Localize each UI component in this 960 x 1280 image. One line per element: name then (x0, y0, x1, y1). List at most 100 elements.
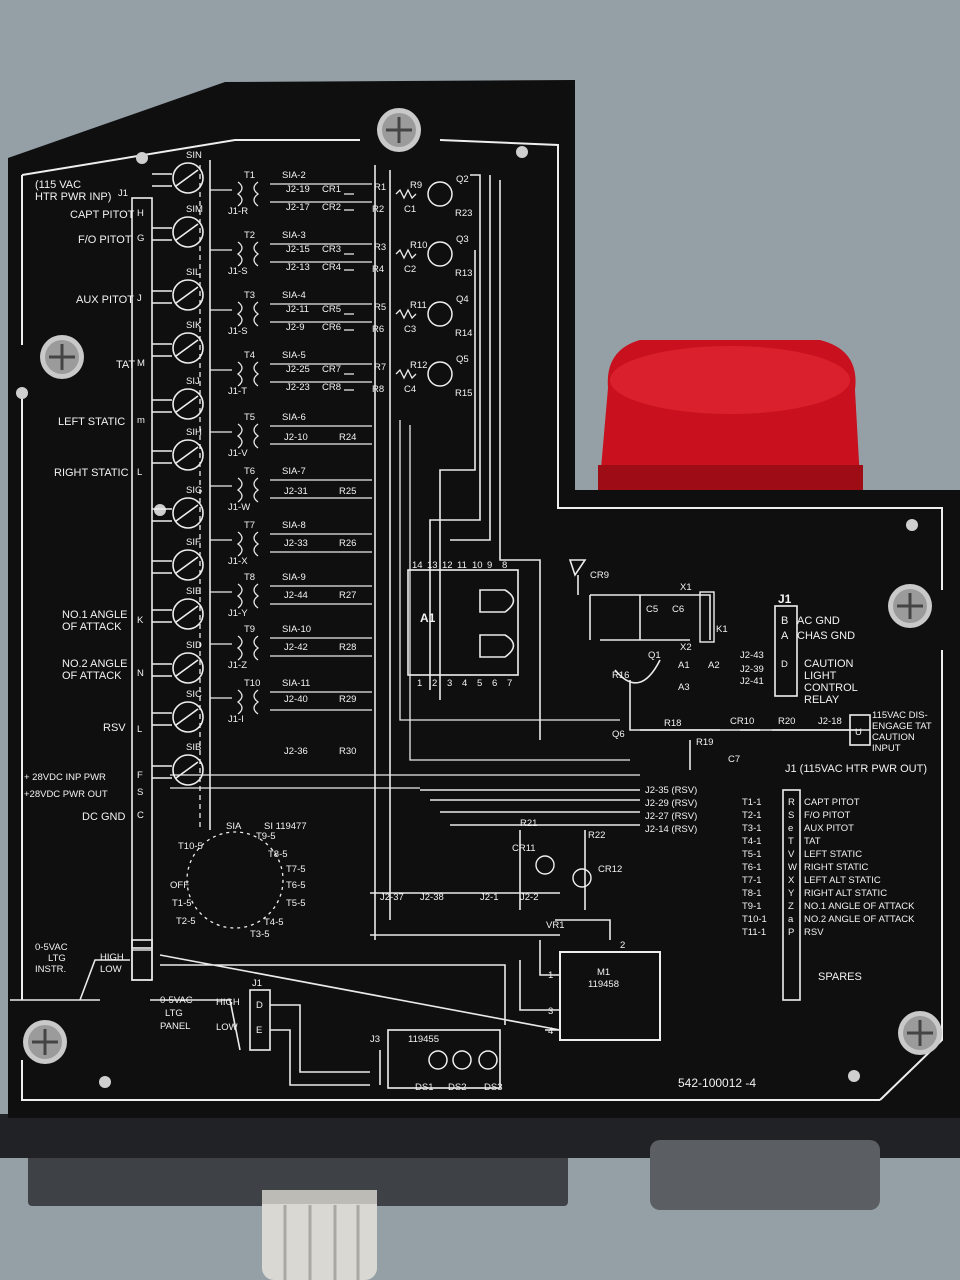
schematic-wiring: T1J1-RSIA-2T2J1-SSIA-3T3J1-SSIA-4T4J1-TS… (10, 160, 871, 1089)
meter-pin: 2 (620, 940, 625, 951)
bottom-part: J2-2 (520, 892, 538, 903)
meter-name: M1 (597, 967, 610, 978)
toggle-switch-0[interactable]: SIN (152, 150, 204, 194)
resistor-label: R29 (339, 694, 356, 705)
lamp-jack: J3 (370, 1034, 380, 1045)
switch-contact: SIA-10 (282, 624, 311, 635)
lamp-ds2: DS2 (448, 1082, 466, 1093)
j1-pin: G (137, 233, 144, 244)
ic-pin: 3 (447, 678, 452, 689)
ic-pin: 13 (427, 560, 438, 571)
switch-label: SIN (186, 150, 202, 161)
j2-jack: J2-11 (286, 304, 309, 315)
label-disengage-1: 115VAC DIS- (872, 710, 928, 721)
toggle-switch-9[interactable]: SID (152, 640, 204, 684)
ic-pin: 2 (432, 678, 437, 689)
switch-label: SIK (186, 320, 202, 331)
label-dc-gnd: DC GND (82, 811, 125, 823)
screw-left (40, 335, 84, 379)
label-no1-attack: OF ATTACK (62, 621, 122, 633)
table-label: CAPT PITOT (804, 797, 860, 808)
bottom-part: J2-1 (480, 892, 498, 903)
resistor-label: R26 (339, 538, 356, 549)
toggle-switch-3[interactable]: SIK (152, 320, 204, 364)
selector-label: T5-5 (286, 898, 306, 909)
selector-part: SI 119477 (264, 821, 307, 832)
label-spares: SPARES (818, 971, 862, 983)
label-ltg-instr-ltg: LTG (48, 953, 66, 964)
toggle-switch-5[interactable]: SIH (152, 427, 204, 471)
label-fo-pitot: F/O PITOT (78, 234, 132, 246)
toggle-switch-6[interactable]: SIG (152, 485, 204, 529)
label-no2-attack: OF ATTACK (62, 670, 122, 682)
resistor-label: R4 (372, 264, 384, 275)
diode-label: CR8 (322, 382, 341, 393)
rsv-out-2: J2-29 (RSV) (645, 798, 697, 809)
bottom-part: J2-37 (380, 892, 404, 903)
knob[interactable] (262, 1190, 377, 1280)
label-aux-pitot: AUX PITOT (76, 294, 134, 306)
j2-jack: J2-17 (286, 202, 310, 213)
label-r18: R18 (664, 718, 681, 729)
toggle-switch-1[interactable]: SIM (152, 204, 204, 248)
table-pin: V (788, 849, 795, 860)
label-a2: A2 (708, 660, 720, 671)
diode-label: CR2 (322, 202, 341, 213)
transformer-label: T6 (244, 466, 255, 477)
j2-jack: J2-25 (286, 364, 310, 375)
j2-jack: J2-9 (286, 322, 304, 333)
table-pin: P (788, 927, 794, 938)
ltg-panel-vac: 0-5VAC (160, 995, 193, 1006)
toggle-switch-8[interactable]: SIE (152, 586, 204, 630)
table-label: RSV (804, 927, 824, 938)
ic-pin: 11 (457, 560, 467, 571)
diode-label: CR6 (322, 322, 341, 333)
transformer-jack: J1-Y (228, 608, 248, 619)
switch-label: SID (186, 640, 202, 651)
label-28vdc-inp: + 28VDC INP PWR (24, 772, 106, 783)
ic-pin: 7 (507, 678, 512, 689)
label-c5: C5 (646, 604, 658, 615)
table-pin: S (788, 810, 794, 821)
j1-pin: S (137, 787, 143, 798)
ltg-panel-low: LOW (216, 1022, 238, 1033)
table-term: T10-1 (742, 914, 767, 925)
ltg-panel-ltg: LTG (165, 1008, 183, 1019)
screw-right (888, 584, 932, 628)
table-term: T1-1 (742, 797, 762, 808)
switch-label: SIB (186, 742, 201, 753)
j1-pin: K (137, 615, 144, 626)
ic-name: A1 (420, 611, 436, 625)
table-pin: Y (788, 888, 795, 899)
toggle-switch-11[interactable]: SIB (152, 742, 204, 786)
diode-label: CR3 (322, 244, 341, 255)
switch-label: SIM (186, 204, 203, 215)
diode-label: CR4 (322, 262, 341, 273)
toggle-switch-10[interactable]: SIC (152, 689, 204, 733)
toggle-switch-2[interactable]: SIL (152, 267, 204, 311)
toggle-switch-4[interactable]: SIJ (152, 376, 204, 420)
transformer-jack: J1-I (228, 714, 244, 725)
switch-label: SIF (186, 537, 201, 548)
label-ac-gnd: AC GND (797, 615, 840, 627)
label-28vdc-out: +28VDC PWR OUT (24, 789, 108, 800)
toggle-switch-7[interactable]: SIF (152, 537, 204, 581)
label-ltg-instr-vac: 0-5VAC (35, 942, 68, 953)
screw-top (377, 108, 421, 152)
label-htr-pwr-inp: HTR PWR INP) (35, 191, 111, 203)
j2-jack: J2-36 (284, 746, 308, 757)
table-pin: W (788, 862, 797, 873)
label-left-static: LEFT STATIC (58, 416, 125, 428)
label-a3: A3 (678, 682, 690, 693)
label-no1-angle: NO.1 ANGLE (62, 609, 127, 621)
resistor-label: R5 (374, 302, 386, 313)
switch-label: SIL (186, 267, 200, 278)
transformer-label: T10 (244, 678, 260, 689)
ltg-panel-pin-e: E (256, 1025, 262, 1036)
